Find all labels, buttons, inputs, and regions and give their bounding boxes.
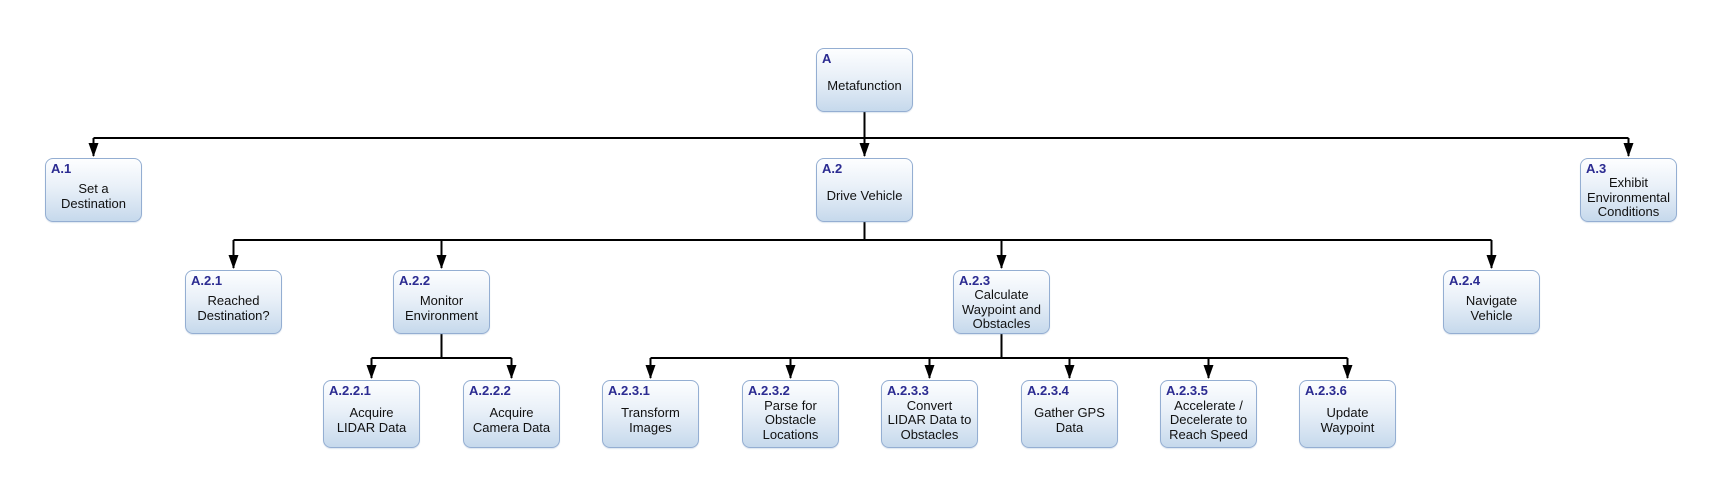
node-A-2-3-1-id: A.2.3.1 [608,383,650,398]
node-A-2-1-id: A.2.1 [191,273,223,288]
node-A-2-4: A.2.4 Navigate Vehicle [1443,270,1540,334]
node-A-2-4-id: A.2.4 [1449,273,1481,288]
node-A-2-3-6-id: A.2.3.6 [1305,383,1347,398]
node-A-3-label: Exhibit Environmental Conditions [1586,175,1671,220]
node-A-2-2-1-label: Acquire LIDAR Data [336,405,407,435]
node-A-2-3-id: A.2.3 [959,273,991,288]
node-A-2-label: Drive Vehicle [826,188,903,204]
node-A-2-2-2-id: A.2.2.2 [469,383,511,398]
node-A-3: A.3 Exhibit Environmental Conditions [1580,158,1677,222]
node-A-id: A [822,51,832,66]
node-A-1-id: A.1 [51,161,72,176]
node-A-2-3-2-label: Parse for Obstacle Locations [762,397,819,442]
node-A-2-2-id: A.2.2 [399,273,431,288]
node-A-2-1-label: Reached Destination? [197,293,270,323]
node-A-2-3-2: A.2.3.2 Parse for Obstacle Locations [742,380,839,448]
node-A-2-2-2-label: Acquire Camera Data [472,405,551,435]
node-A-2-id: A.2 [822,161,843,176]
node-A-2-3-5-id: A.2.3.5 [1166,383,1208,398]
connector-rails [93,112,1629,359]
node-A-2-3-4: A.2.3.4 Gather GPS Data [1021,380,1118,448]
node-A-2-3-6-label: Update Waypoint [1320,405,1375,435]
node-A-2-2-label: Monitor Environment [405,293,478,323]
node-A-2-3-5: A.2.3.5 Accelerate / Decelerate to Reach… [1160,380,1257,448]
node-A-2-4-label: Navigate Vehicle [1465,293,1518,323]
node-A-2-3-4-id: A.2.3.4 [1027,383,1069,398]
node-A-2-3-3: A.2.3.3 Convert LIDAR Data to Obstacles [881,380,978,448]
node-A-1: A.1 Set a Destination [45,158,142,222]
node-A-2-3-4-label: Gather GPS Data [1034,405,1105,435]
node-A-label: Metafunction [827,78,902,94]
connector-arrows [88,138,1634,379]
node-A: A Metafunction [816,48,913,112]
node-A-2-3-5-label: Accelerate / Decelerate to Reach Speed [1169,397,1248,442]
node-A-2-3: A.2.3 Calculate Waypoint and Obstacles [953,270,1050,334]
node-A-2-2-2: A.2.2.2 Acquire Camera Data [463,380,560,448]
node-A-2-3-1: A.2.3.1 Transform Images [602,380,699,448]
node-A-2-2: A.2.2 Monitor Environment [393,270,490,334]
node-A-2-3-3-label: Convert LIDAR Data to Obstacles [887,397,972,442]
node-A-2-3-1-label: Transform Images [621,405,680,435]
node-A-2-2-1-id: A.2.2.1 [329,383,371,398]
node-A-3-id: A.3 [1586,161,1607,176]
node-A-2-3-6: A.2.3.6 Update Waypoint [1299,380,1396,448]
node-A-2-3-3-id: A.2.3.3 [887,383,929,398]
node-A-2-3-2-id: A.2.3.2 [748,383,790,398]
node-A-2-2-1: A.2.2.1 Acquire LIDAR Data [323,380,420,448]
node-A-2: A.2 Drive Vehicle [816,158,913,222]
node-A-2-3-label: Calculate Waypoint and Obstacles [961,287,1041,332]
node-A-1-label: Set a Destination [60,181,127,211]
node-A-2-1: A.2.1 Reached Destination? [185,270,282,334]
